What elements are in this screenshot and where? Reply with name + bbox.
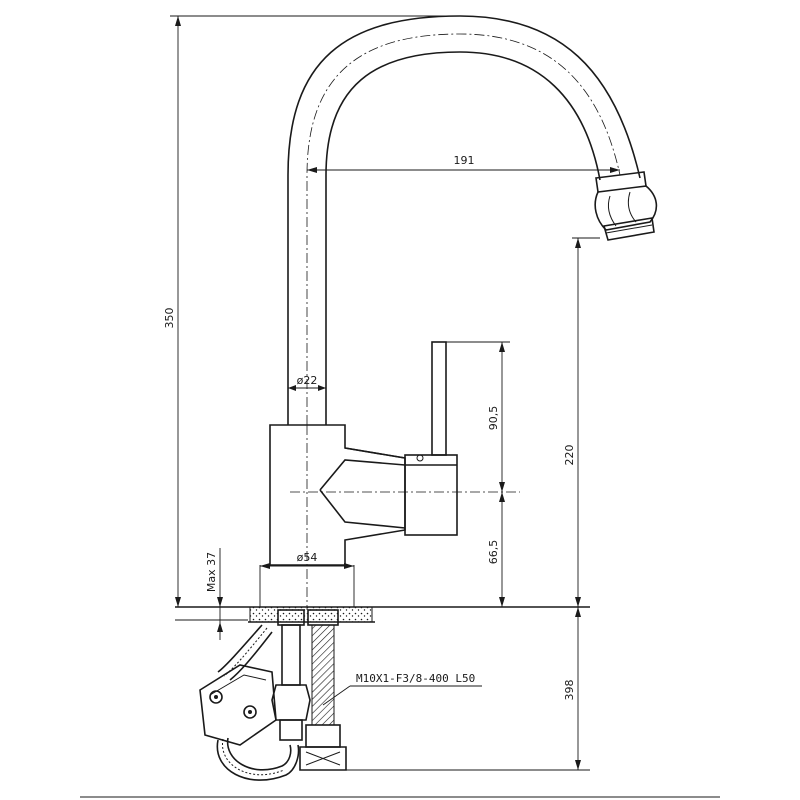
hose-spec-label: M10X1-F3/8-400 L50 [356,672,475,685]
flex-hose-right [299,609,347,771]
dim-pipe-diameter: ø22 [288,374,326,391]
dim-max-thickness: Max 37 [205,548,223,640]
dim-handle-height-label: 90,5 [487,406,500,431]
dim-handle-height: 90,5 [446,341,510,492]
dim-reach-label: 191 [454,154,475,167]
dim-hose-length-label: 398 [563,680,576,701]
dim-body-height: 66,5 [487,492,505,607]
dim-total-height-label: 350 [163,308,176,329]
dim-body-height-label: 66,5 [487,540,500,565]
dim-hose-length: 398 [346,607,590,771]
dim-total-height: 350 [163,15,460,607]
hose-spec-callout: M10X1-F3/8-400 L50 [322,672,482,706]
dim-spout-height: 220 [563,237,600,607]
dim-spout-height-label: 220 [563,445,576,466]
dim-base-diameter: ø54 [259,551,355,607]
spout [287,15,641,425]
faucet-body [269,341,520,610]
mounting-bracket [199,664,277,746]
countertop [175,606,590,623]
dim-base-diameter-label: ø54 [297,551,318,564]
aerator [594,171,658,241]
dim-reach: 191 [307,154,620,173]
flex-hose-left [216,609,311,781]
dim-pipe-diameter-label: ø22 [297,374,318,387]
dim-max-thickness-label: Max 37 [205,552,218,592]
